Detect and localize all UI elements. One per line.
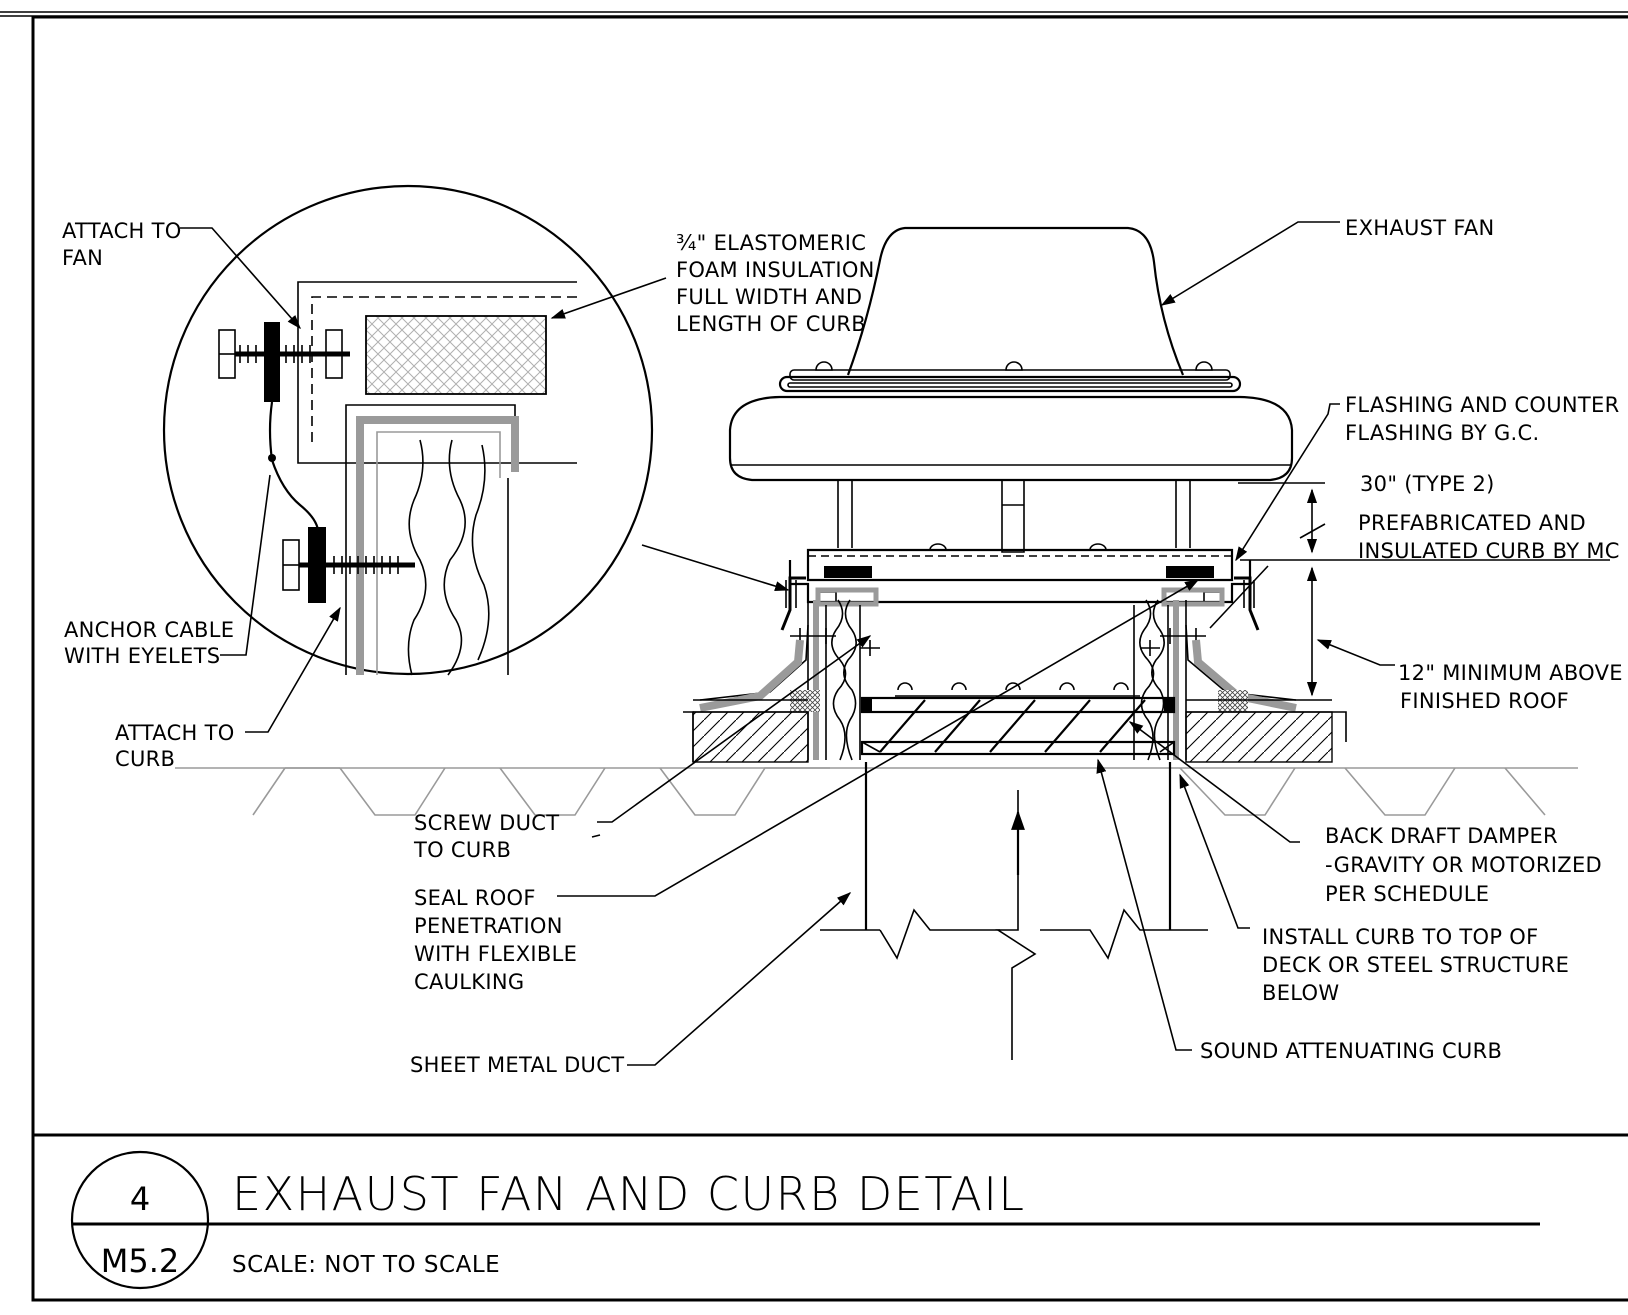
sheet-border <box>0 11 1628 1302</box>
hood-bolts <box>815 361 1213 371</box>
curb-bolt <box>282 527 415 603</box>
leader-lines <box>180 221 1395 1066</box>
label-sound-curb: SOUND ATTENUATING CURB <box>1200 1039 1502 1063</box>
exhaust-fan <box>728 226 1294 582</box>
drawing-title: EXHAUST FAN AND CURB DETAIL <box>232 1167 1026 1221</box>
drawing-scale: SCALE: NOT TO SCALE <box>232 1252 500 1278</box>
enlarged-anchor-detail <box>162 184 790 676</box>
title-block: 4 M5.2 EXHAUST FAN AND CURB DETAIL SCALE… <box>70 1150 1540 1290</box>
label-dim-30: 30" (TYPE 2) <box>1360 472 1495 496</box>
dimensions <box>1238 482 1610 697</box>
sheet-number: M5.2 <box>101 1242 180 1280</box>
fan-bolt <box>218 322 350 402</box>
sheet-metal-duct <box>820 762 1208 1060</box>
detail-number: 4 <box>130 1180 150 1218</box>
roof-deck <box>175 699 1578 816</box>
label-exhaust-fan: EXHAUST FAN <box>1345 216 1495 240</box>
label-sheet-metal-duct: SHEET METAL DUCT <box>410 1053 624 1077</box>
back-draft-damper <box>860 682 1176 756</box>
